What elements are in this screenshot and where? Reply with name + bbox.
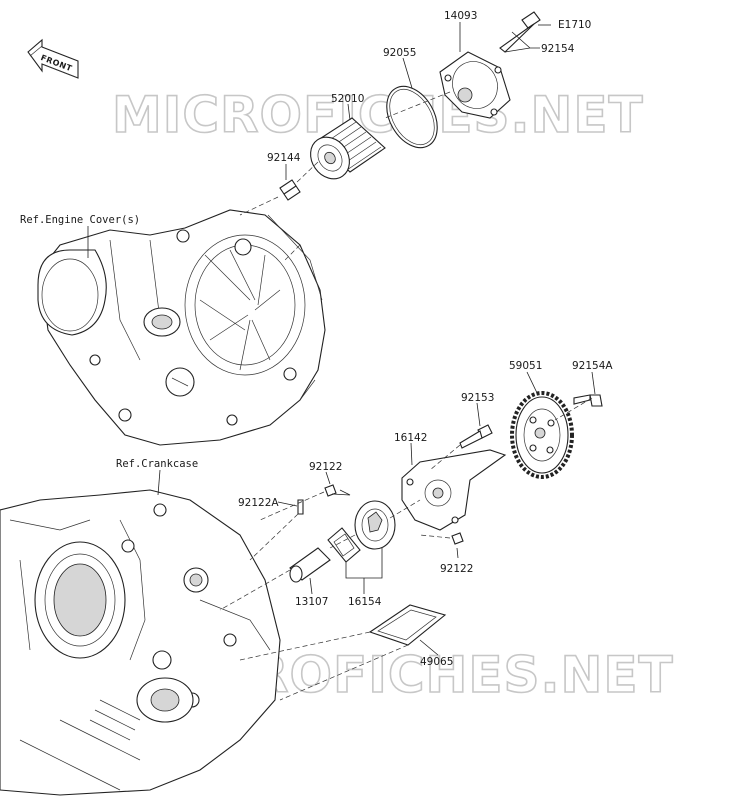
label-92122-lower: 92122 <box>440 563 473 575</box>
label-13107: 13107 <box>295 596 328 608</box>
o-ring-92055 <box>386 85 438 149</box>
bolt-92153 <box>459 424 493 449</box>
spring-92144 <box>279 179 301 201</box>
gasket-49065 <box>368 604 447 646</box>
ref-crankcase: Ref.Crankcase <box>116 458 198 470</box>
pump-shaft-13107 <box>289 547 331 583</box>
label-92154a: 92154A <box>572 360 613 372</box>
crankcase-illustration <box>0 489 281 796</box>
label-52010: 52010 <box>331 93 364 105</box>
pin-92122-lower <box>451 532 464 545</box>
oil-pump-cover-16142 <box>401 449 507 531</box>
pin-92122a <box>297 499 304 515</box>
pump-gear-59051 <box>510 391 574 479</box>
label-e1710: E1710 <box>558 19 591 31</box>
oil-filter-52010 <box>310 117 386 180</box>
ref-engine-cover: Ref.Engine Cover(s) <box>20 214 140 226</box>
front-direction-arrow-icon: FRONT <box>27 38 79 79</box>
engine-cover-illustration <box>37 209 326 446</box>
label-92153: 92153 <box>461 392 494 404</box>
bolt-92154a <box>573 394 603 407</box>
label-92122-upper: 92122 <box>309 461 342 473</box>
label-92154: 92154 <box>541 43 575 55</box>
label-16154: 16154 <box>348 596 382 608</box>
label-59051: 59051 <box>509 360 542 372</box>
oil-pump-rotor-16154 <box>327 500 396 563</box>
leader-lines <box>87 22 596 656</box>
filter-cap-14093 <box>439 51 511 119</box>
label-92122a: 92122A <box>238 497 279 509</box>
label-49065: 49065 <box>420 656 453 668</box>
label-92144: 92144 <box>267 152 301 164</box>
label-16142: 16142 <box>394 432 427 444</box>
watermark-top: MICROFICHES.NET <box>112 86 644 144</box>
pin-92122-upper <box>324 484 337 497</box>
label-92055: 92055 <box>383 47 416 59</box>
assembly-dash-lines <box>219 91 593 701</box>
label-14093: 14093 <box>444 10 477 22</box>
bolt-92154 <box>499 11 541 53</box>
